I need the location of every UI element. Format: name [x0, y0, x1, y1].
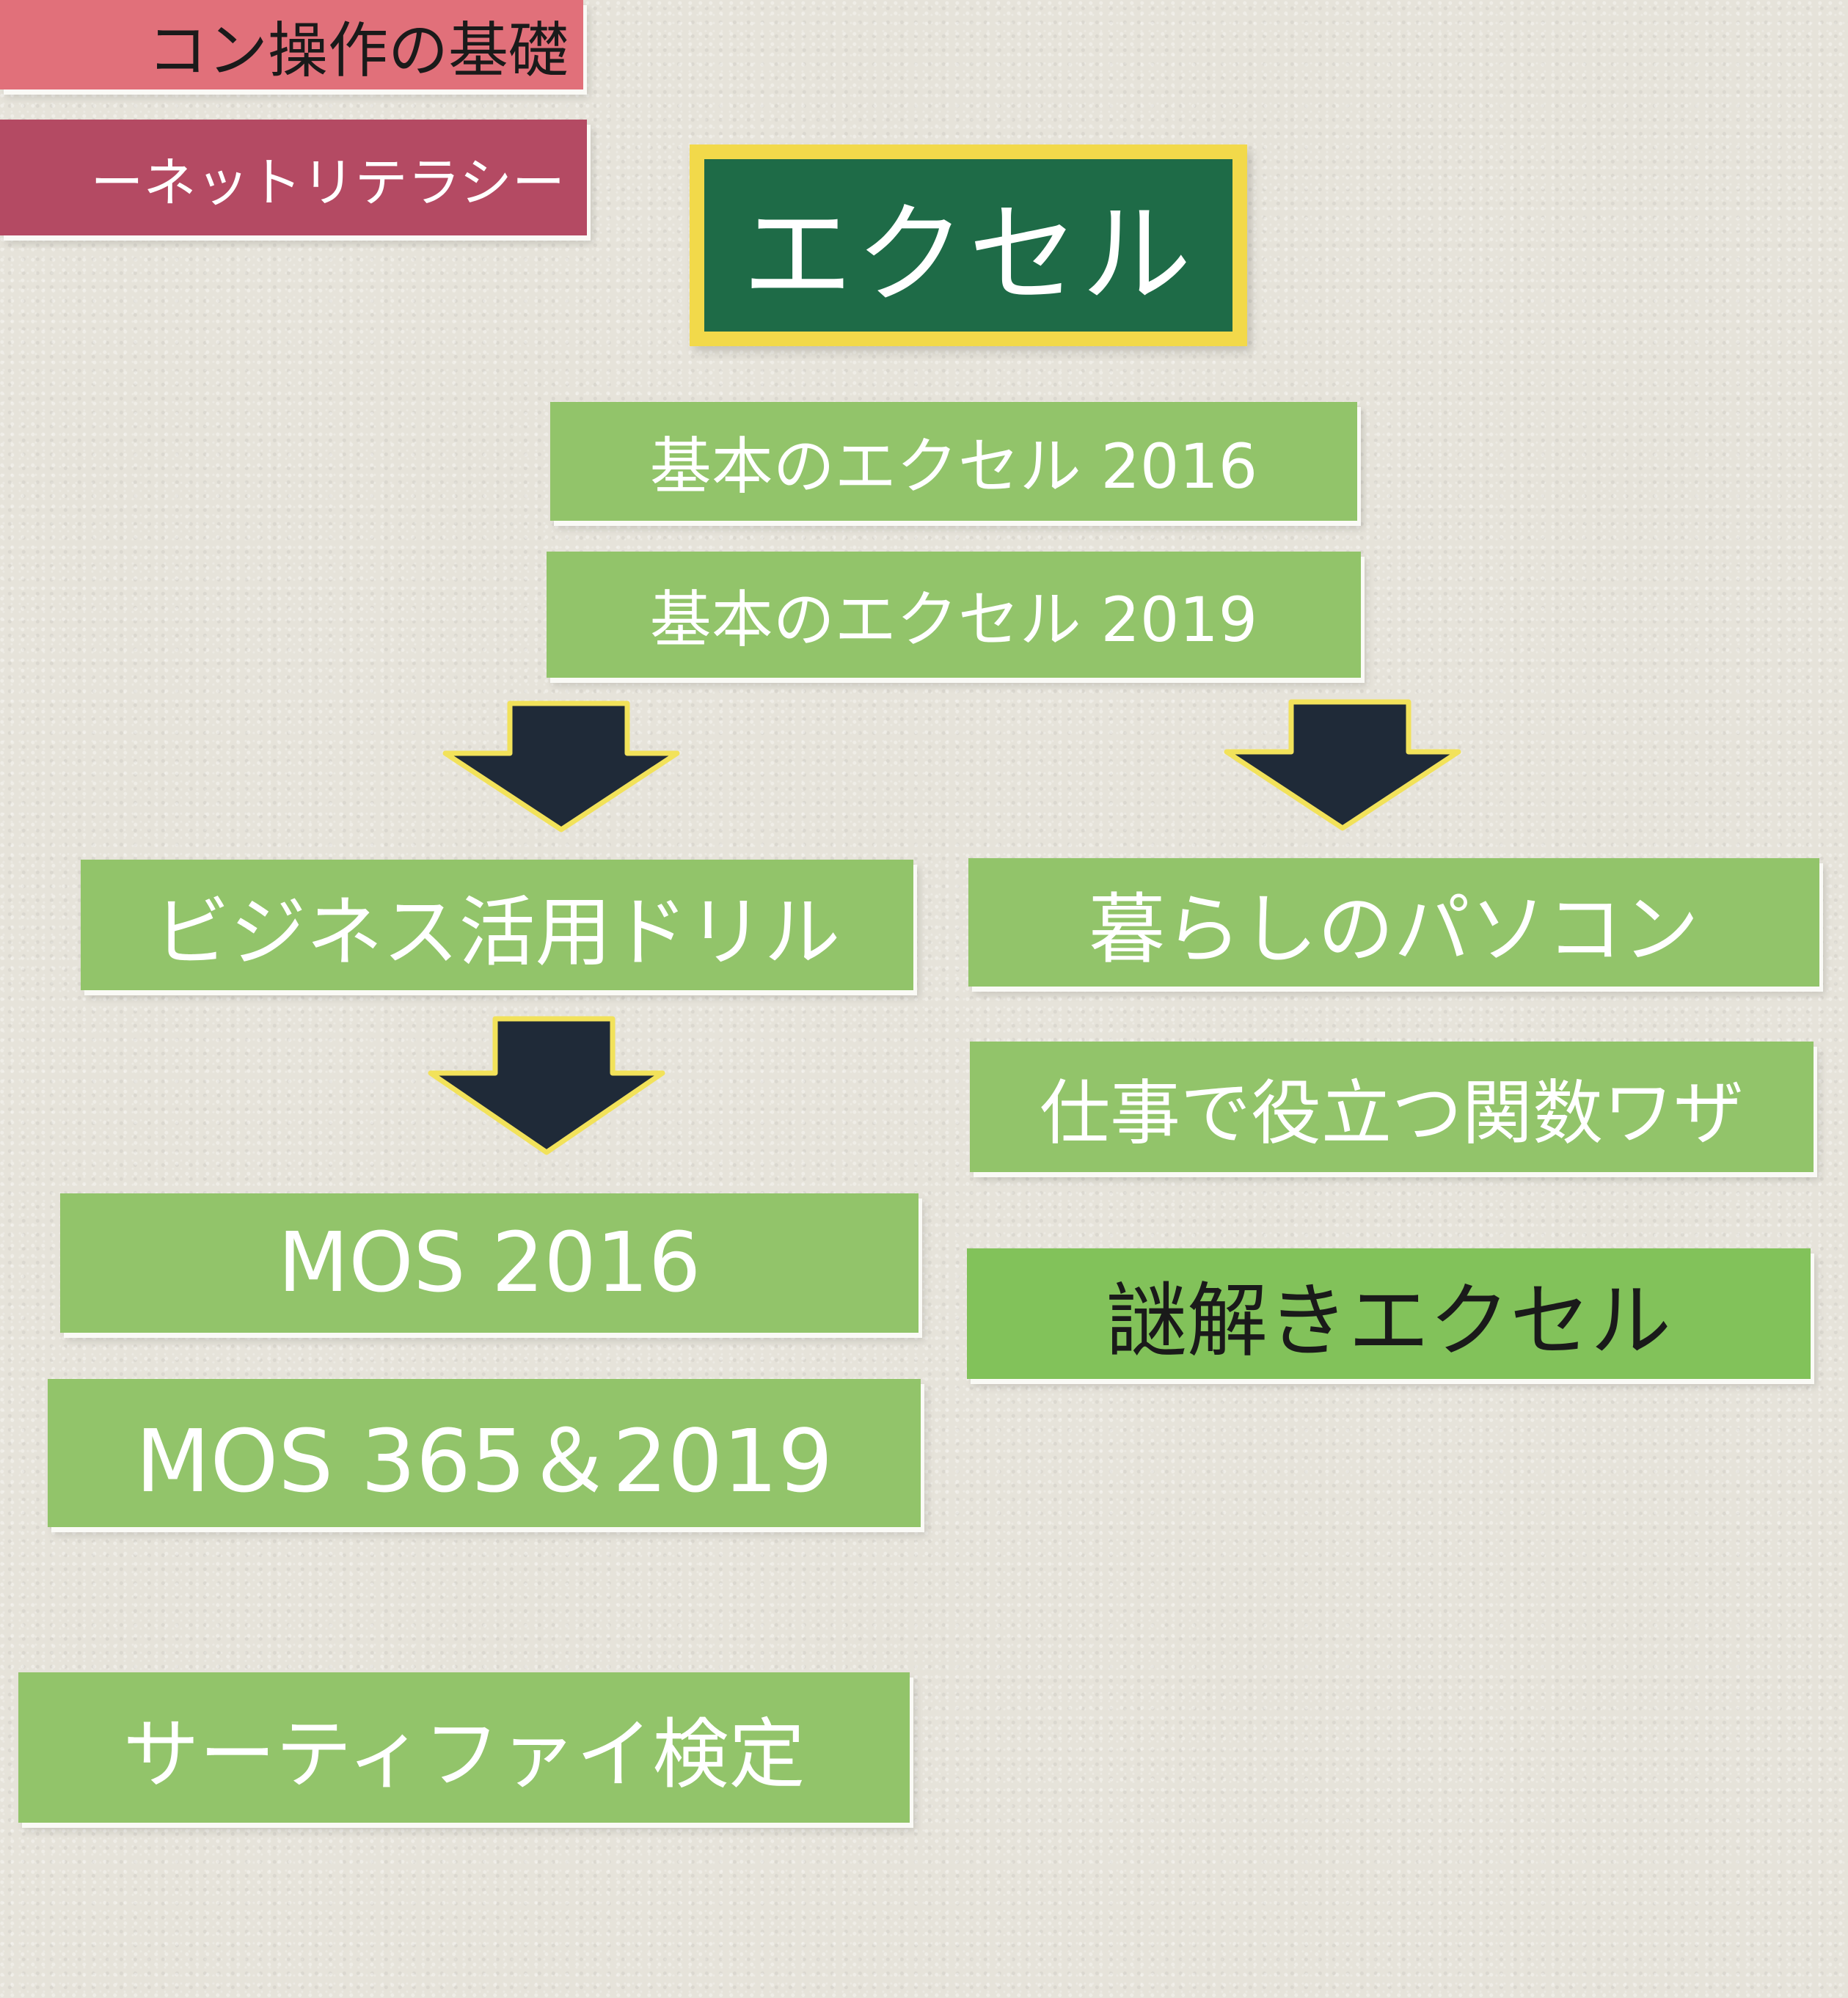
sign-internet-literacy: ーネットリテラシー: [0, 120, 587, 235]
card-life-pc-text: 暮らしのパソコン: [1088, 885, 1699, 974]
down-arrow-icon: [1224, 699, 1461, 831]
card-business-drill: ビジネス活用ドリル: [81, 860, 913, 990]
down-arrow-icon: [442, 700, 680, 832]
card-work-functions: 仕事で役立つ関数ワザ: [970, 1042, 1814, 1172]
down-arrow-icon: [428, 1016, 665, 1155]
card-mos-2016-text: MOS 2016: [277, 1215, 701, 1311]
card-mystery-excel-text: 謎解きエクセル: [1106, 1274, 1671, 1368]
page-title: エクセル: [704, 159, 1232, 332]
sign-computer-basics: コン操作の基礎: [0, 0, 583, 89]
card-certify-exam: サーティファイ検定: [18, 1672, 910, 1823]
card-life-pc: 暮らしのパソコン: [968, 858, 1819, 987]
card-mos-365-2019: MOS 365＆2019: [48, 1379, 921, 1527]
card-basic-excel-2019-text: 基本のエクセル 2019: [649, 583, 1258, 656]
sign-computer-basics-text: コン操作の基礎: [147, 15, 569, 86]
card-work-functions-text: 仕事で役立つ関数ワザ: [1040, 1072, 1744, 1154]
card-basic-excel-2016: 基本のエクセル 2016: [550, 402, 1357, 521]
card-basic-excel-2016-text: 基本のエクセル 2016: [649, 430, 1258, 502]
card-business-drill-text: ビジネス活用ドリル: [153, 887, 841, 977]
title-card: エクセル: [690, 144, 1247, 346]
sign-internet-literacy-text: ーネットリテラシー: [90, 151, 565, 213]
card-basic-excel-2019: 基本のエクセル 2019: [547, 552, 1361, 678]
card-mystery-excel: 謎解きエクセル: [967, 1248, 1811, 1379]
card-mos-365-2019-text: MOS 365＆2019: [135, 1410, 833, 1512]
card-mos-2016: MOS 2016: [60, 1193, 918, 1333]
card-certify-exam-text: サーティファイ検定: [123, 1710, 806, 1799]
